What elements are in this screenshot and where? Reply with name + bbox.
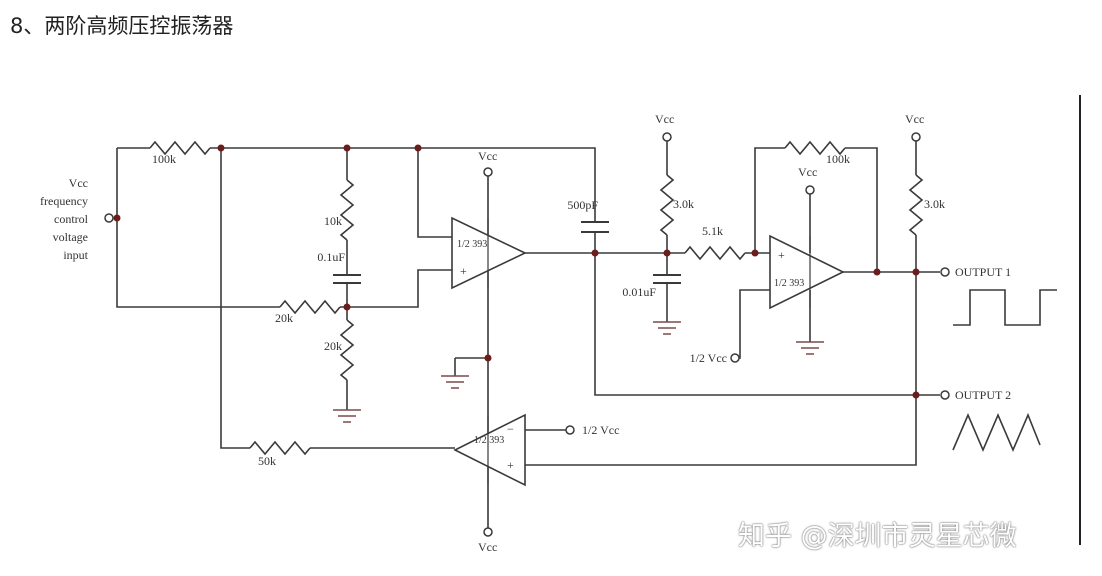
output-2-label: OUTPUT 2 (955, 388, 1011, 402)
ground-icon (333, 409, 361, 423)
input-label: Vcc (69, 176, 88, 190)
watermark: 知乎 @深圳市灵星芯微 (738, 521, 1017, 552)
label-100k-fb: 100k (826, 152, 850, 166)
label-0.01uF: 0.01uF (622, 285, 656, 299)
input-label: control (54, 212, 89, 226)
vcc-terminal (483, 527, 493, 537)
label-20k-h: 20k (275, 311, 293, 325)
half-vcc-terminal (565, 425, 575, 435)
vcc-terminal (483, 167, 493, 177)
vcc-label: Vcc (655, 112, 674, 126)
label-0.1uF: 0.1uF (317, 250, 345, 264)
vcc-terminal (662, 132, 672, 142)
label-100k-top: 100k (152, 152, 176, 166)
svg-text:+: + (507, 458, 514, 472)
capacitor-0.1uF (333, 274, 361, 284)
half-vcc-terminal (730, 353, 740, 363)
label-half-vcc: 1/2 Vcc (690, 351, 727, 365)
input-label: input (63, 248, 88, 262)
resistor-100k-feedback (784, 140, 846, 156)
vcc-label: Vcc (905, 112, 924, 126)
label-half-vcc: 1/2 Vcc (582, 423, 619, 437)
resistor-5.1k (684, 245, 746, 261)
vcc-label: Vcc (478, 540, 497, 554)
label-500pF: 500pF (567, 198, 598, 212)
resistor-10k (339, 179, 355, 241)
triangle-wave-icon (952, 412, 1041, 453)
vcc-terminal (911, 132, 921, 142)
label-3k-b: 3.0k (924, 197, 945, 211)
input-label: frequency (40, 194, 88, 208)
page-title: 8、两阶高频压控振荡器 (10, 14, 234, 38)
vcc-label: Vcc (798, 165, 817, 179)
capacitor-0.01uF (653, 274, 681, 284)
output-1-label: OUTPUT 1 (955, 265, 1011, 279)
output-1-terminal (940, 267, 950, 277)
ground-icon (441, 375, 469, 389)
label-10k: 10k (324, 214, 342, 228)
vcc-label: Vcc (478, 149, 497, 163)
ground-icon (653, 321, 681, 335)
opamp-u2-label: 1/2 393 (774, 278, 804, 289)
resistor-20k-vertical (339, 319, 355, 381)
resistor-100k-top (149, 140, 211, 156)
junction-dots (113, 144, 920, 399)
svg-text:−: − (507, 422, 514, 436)
svg-text:+: + (460, 264, 467, 278)
vcc-terminal (805, 185, 815, 195)
square-wave-icon (953, 289, 1057, 326)
opamp-u3 (453, 413, 526, 487)
opamp-u1-label: 1/2 393 (457, 239, 487, 250)
resistor-50k (249, 440, 311, 456)
wires (116, 95, 1081, 545)
label-50k: 50k (258, 454, 276, 468)
label-5.1k: 5.1k (702, 224, 723, 238)
ground-icon (796, 341, 824, 355)
label-20k-v: 20k (324, 339, 342, 353)
capacitor-500pF (581, 221, 609, 233)
resistor-3k-b (908, 174, 924, 236)
label-3k-a: 3.0k (673, 197, 694, 211)
input-terminal (104, 213, 114, 223)
output-2-terminal (940, 390, 950, 400)
svg-text:+: + (778, 248, 785, 262)
resistor-3k-a (659, 174, 675, 236)
opamp-u2 (769, 234, 845, 310)
input-label: voltage (53, 230, 88, 244)
resistor-20k-horizontal (279, 299, 341, 315)
opamp-u3-label: 1/2 393 (474, 435, 504, 446)
